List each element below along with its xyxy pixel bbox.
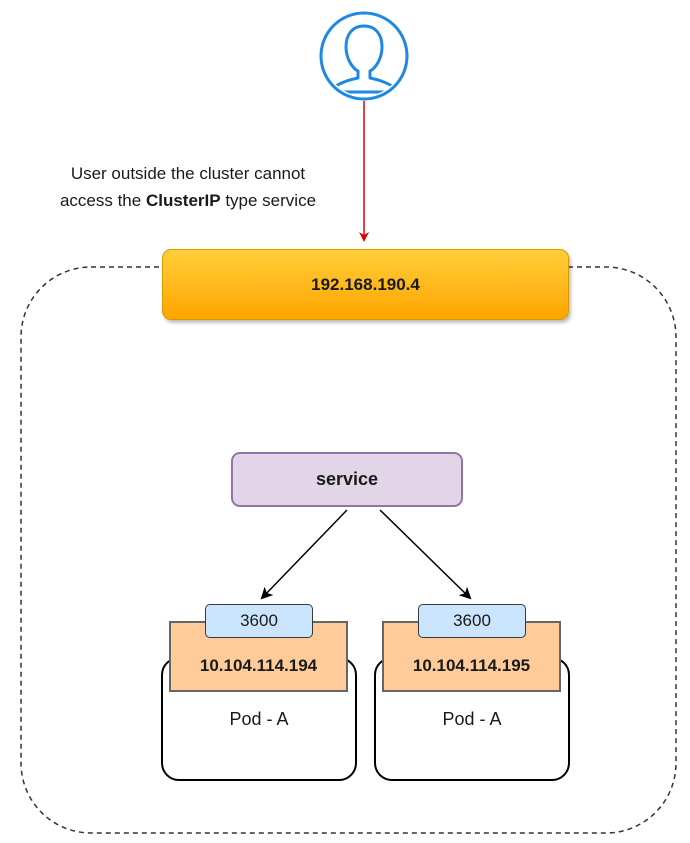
service-node: service: [231, 452, 463, 507]
user-icon: [319, 11, 409, 101]
caption-cluster-ip-term: ClusterIP: [145, 191, 221, 210]
service-to-pod-arrow-2: [379, 509, 472, 600]
cluster-ip-node: 192.168.190.4: [162, 249, 569, 320]
access-caption: User outside the cluster cannot access t…: [18, 160, 358, 214]
pod-ip-1: 10.104.114.194: [199, 656, 318, 675]
cluster-boundary: [20, 266, 677, 834]
pod-port-1: 3600: [205, 604, 313, 638]
pod-label-2: Pod - A: [442, 709, 502, 729]
pod-port-label-2: 3600: [453, 611, 491, 630]
pod-port-2: 3600: [418, 604, 526, 638]
caption-line-1: User outside the cluster cannot: [70, 164, 306, 183]
service-to-pod-arrow-1: [260, 509, 348, 600]
pod-port-label-1: 3600: [240, 611, 278, 630]
service-label: service: [315, 469, 379, 489]
cluster-ip-label: 192.168.190.4: [311, 274, 420, 294]
pod-ip-2: 10.104.114.195: [412, 656, 531, 675]
pod-label-1: Pod - A: [229, 709, 289, 729]
caption-suffix: type service: [220, 191, 317, 210]
caption-line-2: access the ClusterIP type service: [18, 187, 358, 214]
caption-prefix: access the: [59, 191, 146, 210]
